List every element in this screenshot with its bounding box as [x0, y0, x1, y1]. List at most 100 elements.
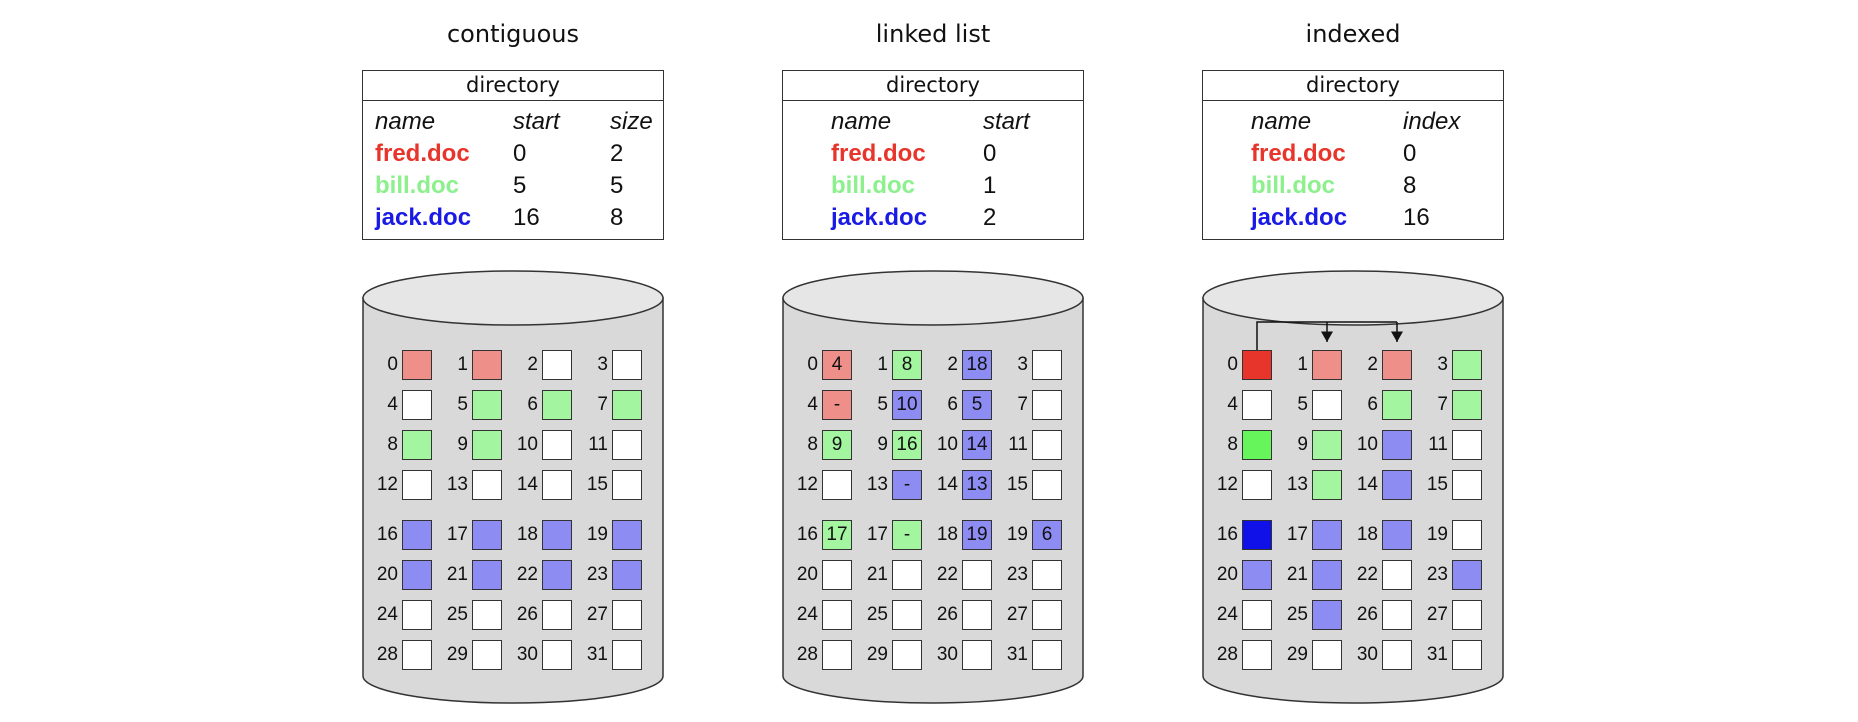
disk-block [1382, 640, 1412, 670]
block-number: 7 [1017, 394, 1028, 415]
block-number: 3 [1437, 354, 1448, 375]
disk-block: 6 [1032, 520, 1062, 550]
disk-block [962, 560, 992, 590]
block-number: 10 [936, 434, 958, 455]
disk-block [402, 560, 432, 590]
block-number: 22 [516, 564, 538, 585]
block-number: 16 [796, 524, 818, 545]
block-number: 20 [1216, 564, 1238, 585]
disk-block [1312, 430, 1342, 460]
disk-block: 4 [822, 350, 852, 380]
disk-block [1312, 600, 1342, 630]
block-number: 8 [1227, 434, 1238, 455]
block-number: 30 [1356, 644, 1378, 665]
panel-title: linked list [875, 20, 991, 48]
disk-block [1452, 430, 1482, 460]
block-number: 9 [877, 434, 888, 455]
disk-block [1382, 600, 1412, 630]
block-number: 18 [936, 524, 958, 545]
block-number: 3 [1017, 354, 1028, 375]
block-number: 26 [1356, 604, 1378, 625]
disk-shape [1202, 270, 1504, 704]
disk-block [472, 600, 502, 630]
disk-block: 19 [962, 520, 992, 550]
disk-block [1452, 390, 1482, 420]
disk-shape [362, 270, 664, 704]
directory-file-name: bill.doc [831, 172, 915, 199]
directory-value: 16 [1403, 204, 1430, 231]
block-number: 21 [866, 564, 888, 585]
block-number: 24 [376, 604, 398, 625]
block-number: 2 [947, 354, 958, 375]
block-number: 8 [387, 434, 398, 455]
disk-block [1032, 350, 1062, 380]
block-number: 13 [1286, 474, 1308, 495]
directory-header: directory [363, 71, 663, 101]
block-number: 1 [1297, 354, 1308, 375]
disk-block [472, 390, 502, 420]
block-number: 21 [1286, 564, 1308, 585]
directory-column-header: index [1403, 108, 1461, 135]
disk-block [402, 640, 432, 670]
disk-block [612, 470, 642, 500]
block-number: 27 [586, 604, 608, 625]
block-number: 5 [1297, 394, 1308, 415]
block-number: 21 [446, 564, 468, 585]
directory-file-name: fred.doc [831, 140, 926, 167]
disk-block [472, 470, 502, 500]
directory-file-name: bill.doc [375, 172, 459, 199]
disk-block: 16 [892, 430, 922, 460]
block-number: 10 [516, 434, 538, 455]
disk-block: - [892, 520, 922, 550]
disk-block [612, 560, 642, 590]
disk-block [612, 520, 642, 550]
block-number: 17 [1286, 524, 1308, 545]
block-number: 6 [1367, 394, 1378, 415]
block-number: 25 [866, 604, 888, 625]
block-number: 28 [796, 644, 818, 665]
disk-block [1452, 640, 1482, 670]
disk-block [1032, 390, 1062, 420]
disk-block [472, 350, 502, 380]
disk-block [1242, 520, 1272, 550]
block-number: 7 [597, 394, 608, 415]
disk-block [1312, 560, 1342, 590]
disk-block [1032, 430, 1062, 460]
disk-block [402, 350, 432, 380]
disk-block [892, 560, 922, 590]
directory-value: 8 [610, 204, 624, 231]
disk-block [1382, 390, 1412, 420]
directory-file-name: bill.doc [1251, 172, 1335, 199]
block-number: 10 [1356, 434, 1378, 455]
block-number: 30 [936, 644, 958, 665]
disk-block [822, 470, 852, 500]
block-number: 13 [446, 474, 468, 495]
disk-block [1382, 560, 1412, 590]
disk-top [1202, 270, 1504, 326]
disk-block [1242, 350, 1272, 380]
block-number: 0 [387, 354, 398, 375]
block-number: 28 [1216, 644, 1238, 665]
disk-block [542, 390, 572, 420]
block-number: 23 [586, 564, 608, 585]
block-number: 28 [376, 644, 398, 665]
block-number: 0 [1227, 354, 1238, 375]
block-number: 12 [796, 474, 818, 495]
disk-top [362, 270, 664, 326]
block-number: 29 [446, 644, 468, 665]
block-number: 24 [796, 604, 818, 625]
disk-block [1382, 430, 1412, 460]
block-number: 26 [936, 604, 958, 625]
disk-block [1242, 470, 1272, 500]
block-number: 29 [866, 644, 888, 665]
block-number: 6 [947, 394, 958, 415]
block-number: 2 [527, 354, 538, 375]
disk-block [472, 430, 502, 460]
block-number: 27 [1426, 604, 1448, 625]
block-number: 13 [866, 474, 888, 495]
disk-block [822, 560, 852, 590]
block-number: 14 [1356, 474, 1378, 495]
